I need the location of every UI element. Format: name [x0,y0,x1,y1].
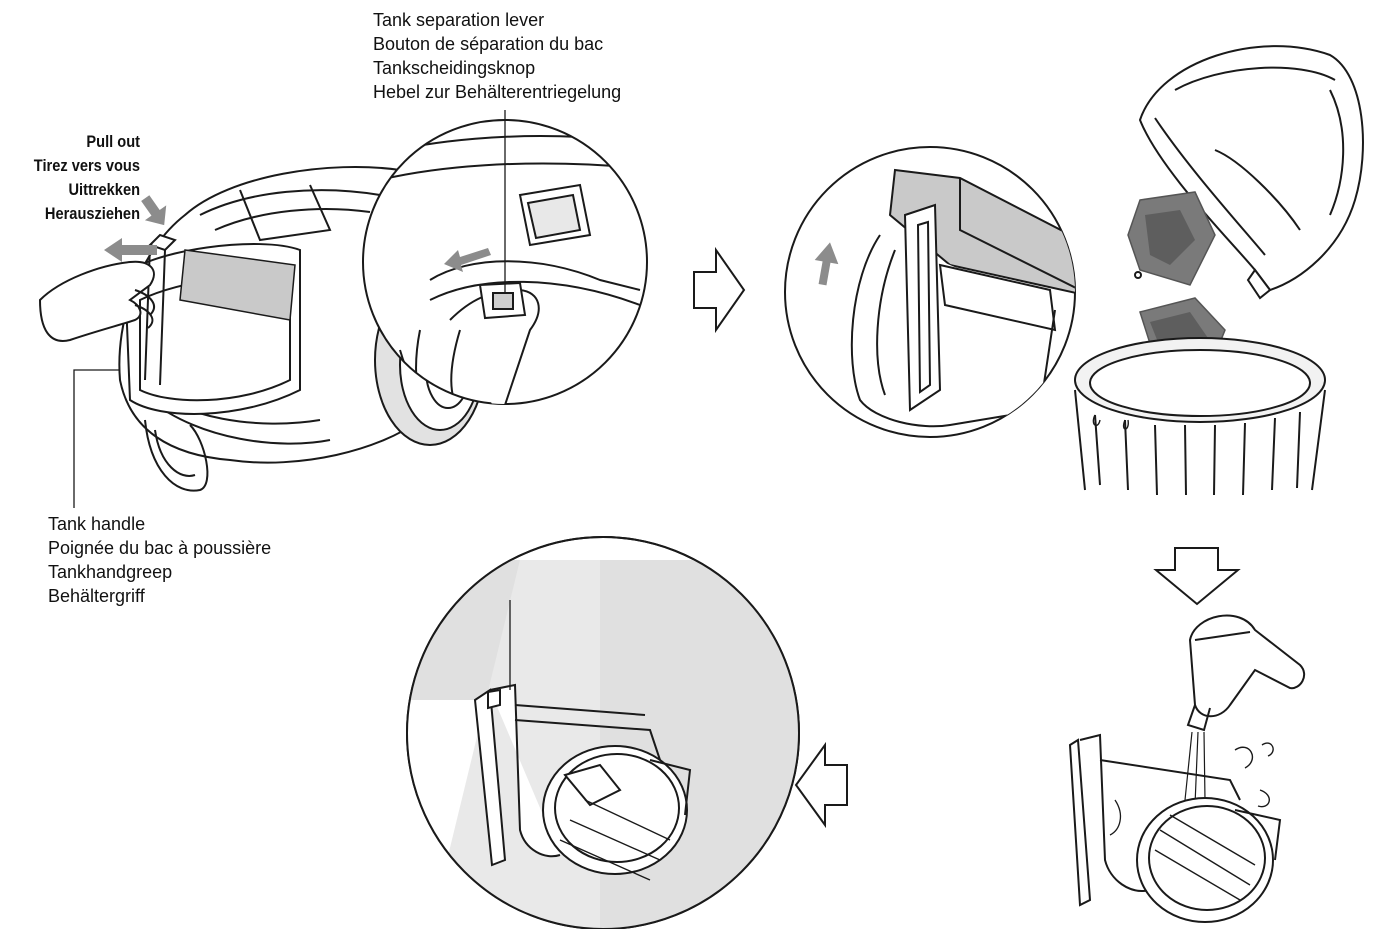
reassemble-tank-icon [406,536,800,929]
next-step-arrow-right-icon [693,246,746,334]
tank-handle-label: Tank handle Poignée du bac à poussière T… [48,512,271,608]
next-step-arrow-left-icon [794,741,848,829]
pull-out-en: Pull out [86,132,140,151]
next-step-arrow-down-icon [1153,547,1241,606]
tank-handle-de: Behältergriff [48,586,145,606]
pull-out-fr: Tirez vers vous [33,156,140,175]
tank-handle-en: Tank handle [48,514,146,534]
tank-separation-lever-fr: Bouton de séparation du bac [373,34,604,54]
pull-out-nl: Uittrekken [68,180,140,199]
tank-lid-lift-icon [784,146,1076,438]
tank-separation-lever-nl: Tankscheidingsknop [373,58,536,78]
tank-separation-lever-en: Tank separation lever [373,10,545,30]
tank-handle-nl: Tankhandgreep [48,562,173,582]
tank-handle-fr: Poignée du bac à poussière [48,538,272,558]
rinse-under-tap-icon [1068,614,1306,923]
pull-out-label: Pull out Tirez vers vous Uittrekken Hera… [20,130,140,226]
empty-into-bin-icon [1074,45,1364,496]
tank-lever-zoom [362,110,648,405]
tank-separation-lever-label: Tank separation lever Bouton de séparati… [373,8,621,104]
pull-out-de: Herausziehen [44,204,140,223]
tank-separation-lever-de: Hebel zur Behälterentriegelung [373,82,622,102]
